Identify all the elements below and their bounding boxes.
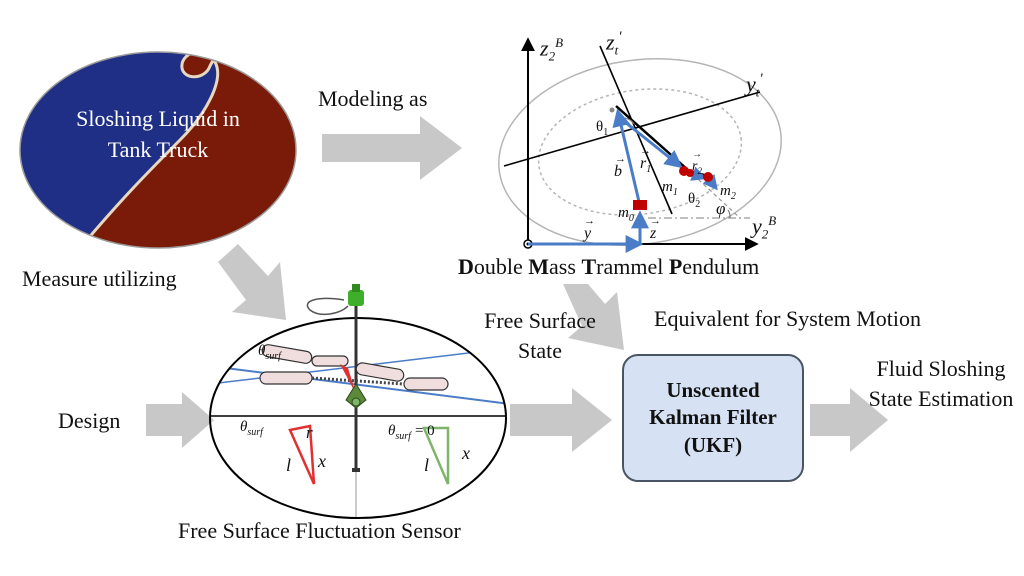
theta-surf-right-label: θsurf= 0: [388, 423, 435, 442]
m1-label: m1: [662, 179, 678, 198]
m2-label: m2: [720, 183, 736, 202]
vector-y-label: →y: [584, 215, 595, 242]
theta-surf-top-label: θsurf: [258, 343, 281, 362]
mass-m2: [703, 172, 713, 182]
vector-b: [612, 108, 642, 207]
tank-label: Sloshing Liquid in Tank Truck: [76, 106, 240, 162]
sensor-caption: Free Surface Fluctuation Sensor: [178, 518, 461, 543]
m0-label: m0: [618, 205, 634, 224]
green-triangle: [422, 426, 450, 485]
pendulum-diagram: [498, 37, 782, 253]
vector-r1: [619, 116, 683, 169]
axis-yt-label: yt′: [746, 71, 763, 100]
axis-zt-label: zt′: [606, 29, 622, 58]
vector-z-label: →z: [650, 215, 661, 242]
pendulum-down-arrow: [563, 284, 624, 350]
flow-arrows: [146, 116, 888, 452]
theta1-label: θ1: [596, 119, 609, 138]
measure-arrow: [218, 244, 286, 320]
ukf-label: Unscented Kalman Filter (UKF): [649, 378, 777, 457]
l-label-right: l: [424, 455, 430, 475]
axis-y2B-label: y2B: [752, 213, 777, 242]
equivalent-label: Equivalent for System Motion: [654, 306, 922, 331]
red-triangle: [288, 424, 316, 485]
x-label-right: x: [462, 443, 470, 463]
reference-line-2: [687, 169, 741, 219]
sensor-ellipse: [209, 317, 507, 519]
design-arrow: [146, 392, 214, 448]
pendulum-title: Double Mass Trammel Pendulum: [458, 254, 760, 279]
ukf-box: Unscented Kalman Filter (UKF): [622, 354, 804, 482]
l-label-left: l: [286, 455, 292, 475]
theta-surf-left-label: θsurf: [240, 419, 263, 438]
theta2-label: θ2: [688, 191, 701, 210]
free-surface-state-label: Free Surface State: [484, 308, 596, 363]
mass-m0: [633, 200, 647, 210]
phi-label: φ: [716, 199, 726, 218]
x-label-left: x: [318, 451, 326, 471]
vector-b-label: →b: [614, 153, 626, 180]
modeling-label: Modeling as: [318, 86, 428, 111]
vector-r2-label: →r2: [692, 149, 702, 176]
design-label: Design: [58, 408, 121, 433]
sensor-cap: [348, 290, 364, 306]
ukf-to-output-arrow: [810, 388, 888, 452]
modeling-arrow: [322, 116, 462, 180]
tank-illustration: [19, 51, 297, 249]
vector-r1-label: →r1: [640, 145, 652, 176]
r-label: r: [306, 423, 313, 442]
pendulum-inner-ellipse: [537, 88, 743, 216]
axis-z2B-label: z2B: [540, 35, 564, 64]
output-label: Fluid Sloshing State Estimation: [868, 356, 1014, 412]
sensor-to-ukf-arrow: [510, 388, 612, 452]
sensor-diagram: [209, 284, 507, 519]
measure-label: Measure utilizing: [22, 266, 177, 291]
mass-m1b: [686, 169, 694, 177]
